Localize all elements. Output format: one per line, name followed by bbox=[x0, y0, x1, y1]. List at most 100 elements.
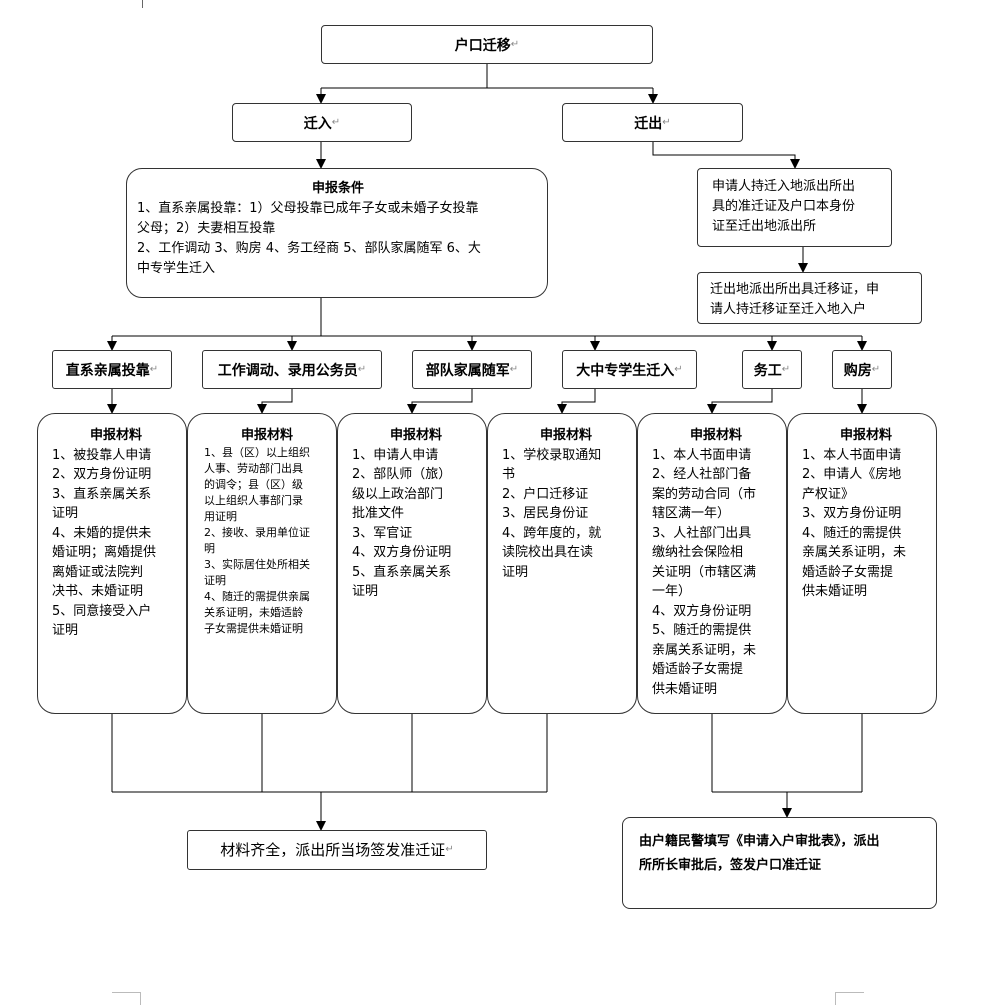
materials-line: 婚适龄子女需提 bbox=[652, 662, 744, 677]
result-left-box: 材料齐全，派出所当场签发准迁证↵ bbox=[187, 830, 487, 870]
materials-line: 证明 bbox=[204, 574, 226, 587]
materials-title: 申报材料 bbox=[539, 428, 592, 443]
materials-line: 3、人社部门出具 bbox=[652, 525, 752, 541]
materials-line: 1、学校录取通知 bbox=[502, 447, 602, 463]
move-in-box: 迁入↵ bbox=[232, 103, 412, 142]
materials-line: 关系证明，未婚适龄 bbox=[204, 606, 303, 619]
materials-line: 5、直系亲属关系 bbox=[352, 564, 452, 580]
materials-line: 产权证》 bbox=[802, 486, 855, 502]
category-job-transfer: 工作调动、录用公务员↵ bbox=[202, 350, 382, 389]
materials-line: 亲属关系证明，未 bbox=[802, 545, 907, 560]
result-right-box: 由户籍民警填写《申请入户审批表》，派出 所所长审批后，签发户口准迁证 bbox=[622, 817, 937, 909]
conditions-line: 父母；2）夫妻相互投靠 bbox=[137, 221, 276, 236]
materials-line: 证明 bbox=[52, 506, 79, 521]
materials-line: 决书、未婚证明 bbox=[52, 584, 144, 599]
materials-line: 5、同意接受入户 bbox=[52, 603, 152, 619]
materials-line: 关证明（市辖区满 bbox=[652, 564, 757, 580]
move-out-step2-line: 请人持迁移证至迁入地入户 bbox=[710, 302, 867, 317]
materials-line: 供未婚证明 bbox=[802, 584, 868, 599]
materials-line: 4、跨年度的，就 bbox=[502, 525, 602, 541]
materials-line: 用证明 bbox=[204, 510, 237, 523]
materials-title: 申报材料 bbox=[389, 428, 442, 443]
materials-line: 3、实际居住处所相关 bbox=[204, 558, 310, 571]
move-out-step2-line: 迁出地派出所出具迁移证，申 bbox=[710, 282, 880, 297]
move-out-step2-box: 迁出地派出所出具迁移证，申 请人持迁移证至迁入地入户 bbox=[697, 272, 922, 324]
category-student: 大中专学生迁入↵ bbox=[562, 350, 697, 389]
category-label: 直系亲属投靠 bbox=[65, 362, 150, 379]
materials-line: 3、直系亲属关系 bbox=[52, 486, 152, 502]
category-label: 工作调动、录用公务员 bbox=[217, 362, 358, 379]
materials-line: 2、申请人《房地 bbox=[802, 467, 902, 482]
materials-house-purchase: 申报材料 1、本人书面申请 2、申请人《房地 产权证》 3、双方身份证明 4、随… bbox=[787, 413, 937, 714]
move-out-label: 迁出 bbox=[634, 115, 663, 132]
category-label: 务工 bbox=[753, 362, 782, 379]
materials-line: 子女需提供未婚证明 bbox=[204, 622, 303, 635]
materials-line: 明 bbox=[204, 542, 215, 555]
materials-line: 婚证明；离婚提供 bbox=[52, 545, 157, 560]
materials-line: 人事、劳动部门出具 bbox=[204, 462, 303, 475]
move-in-label: 迁入 bbox=[303, 115, 332, 132]
category-label: 部队家属随军 bbox=[425, 362, 510, 379]
materials-line: 以上组织人事部门录 bbox=[204, 494, 303, 507]
move-out-step1-line: 具的准迁证及户口本身份 bbox=[712, 199, 856, 214]
materials-line: 批准文件 bbox=[352, 506, 405, 521]
materials-line: 案的劳动合同（市 bbox=[652, 486, 757, 502]
materials-migrant-work: 申报材料 1、本人书面申请 2、经人社部门备 案的劳动合同（市 辖区满一年） 3… bbox=[637, 413, 787, 714]
materials-line: 供未婚证明 bbox=[652, 681, 718, 697]
materials-line: 2、双方身份证明 bbox=[52, 467, 152, 482]
conditions-title: 申报条件 bbox=[311, 181, 364, 196]
materials-line: 5、随迁的需提供 bbox=[652, 623, 752, 638]
title-box: 户口迁移↵ bbox=[321, 25, 653, 64]
materials-line: 1、本人书面申请 bbox=[652, 447, 752, 463]
materials-line: 的调令；县（区）级 bbox=[204, 478, 303, 491]
materials-title: 申报材料 bbox=[689, 428, 742, 443]
materials-title: 申报材料 bbox=[89, 428, 142, 443]
materials-line: 书 bbox=[502, 467, 516, 482]
materials-student: 申报材料 1、学校录取通知 书 2、户口迁移证 3、居民身份证 4、跨年度的，就… bbox=[487, 413, 637, 714]
conditions-line: 1、直系亲属投靠：1）父母投靠已成年子女或未婚子女投靠 bbox=[137, 201, 479, 216]
materials-line: 1、县（区）以上组织 bbox=[204, 446, 310, 459]
materials-line: 1、本人书面申请 bbox=[802, 447, 902, 463]
materials-line: 3、军官证 bbox=[352, 525, 413, 541]
materials-line: 4、双方身份证明 bbox=[352, 545, 452, 560]
materials-line: 辖区满一年） bbox=[652, 506, 731, 521]
category-label: 大中专学生迁入 bbox=[576, 362, 675, 379]
materials-line: 1、申请人申请 bbox=[352, 447, 439, 463]
materials-family: 申报材料 1、被投靠人申请 2、双方身份证明 3、直系亲属关系 证明 4、未婚的… bbox=[37, 413, 187, 714]
materials-line: 2、部队师（旅） bbox=[352, 467, 452, 482]
conditions-line: 2、工作调动 3、购房 4、务工经商 5、部队家属随军 6、大 bbox=[137, 241, 481, 256]
result-right-line: 由户籍民警填写《申请入户审批表》，派出 bbox=[639, 834, 880, 849]
category-house-purchase: 购房↵ bbox=[832, 350, 892, 389]
category-military-family: 部队家属随军↵ bbox=[412, 350, 532, 389]
materials-line: 证明 bbox=[52, 623, 79, 638]
result-right-line: 所所长审批后，签发户口准迁证 bbox=[639, 858, 822, 873]
materials-line: 4、未婚的提供未 bbox=[52, 525, 152, 541]
conditions-line: 中专学生迁入 bbox=[137, 261, 216, 276]
category-family: 直系亲属投靠↵ bbox=[52, 350, 172, 389]
category-migrant-work: 务工↵ bbox=[742, 350, 802, 389]
materials-title: 申报材料 bbox=[240, 428, 293, 443]
move-out-step1-line: 申请人持迁入地派出所出 bbox=[712, 179, 856, 194]
result-left-text: 材料齐全，派出所当场签发准迁证 bbox=[220, 841, 446, 859]
materials-line: 1、被投靠人申请 bbox=[52, 447, 152, 463]
page-corner-mark bbox=[142, 0, 144, 8]
materials-military-family: 申报材料 1、申请人申请 2、部队师（旅） 级以上政治部门 批准文件 3、军官证… bbox=[337, 413, 487, 714]
materials-title: 申报材料 bbox=[839, 428, 892, 443]
category-label: 购房 bbox=[843, 362, 872, 379]
materials-line: 2、经人社部门备 bbox=[652, 467, 752, 482]
materials-line: 3、居民身份证 bbox=[502, 506, 589, 521]
materials-line: 2、户口迁移证 bbox=[502, 486, 589, 502]
materials-line: 读院校出具在读 bbox=[502, 545, 594, 560]
materials-line: 离婚证或法院判 bbox=[52, 564, 144, 580]
materials-line: 一年） bbox=[652, 584, 692, 599]
materials-line: 证明 bbox=[352, 584, 379, 599]
title-text: 户口迁移 bbox=[454, 37, 511, 54]
materials-line: 3、双方身份证明 bbox=[802, 506, 902, 521]
materials-line: 4、随迁的需提供亲属 bbox=[204, 590, 310, 603]
materials-line: 亲属关系证明，未 bbox=[652, 642, 757, 658]
move-out-box: 迁出↵ bbox=[562, 103, 743, 142]
materials-line: 证明 bbox=[502, 564, 529, 580]
materials-line: 级以上政治部门 bbox=[352, 486, 444, 502]
materials-line: 2、接收、录用单位证 bbox=[204, 526, 310, 539]
